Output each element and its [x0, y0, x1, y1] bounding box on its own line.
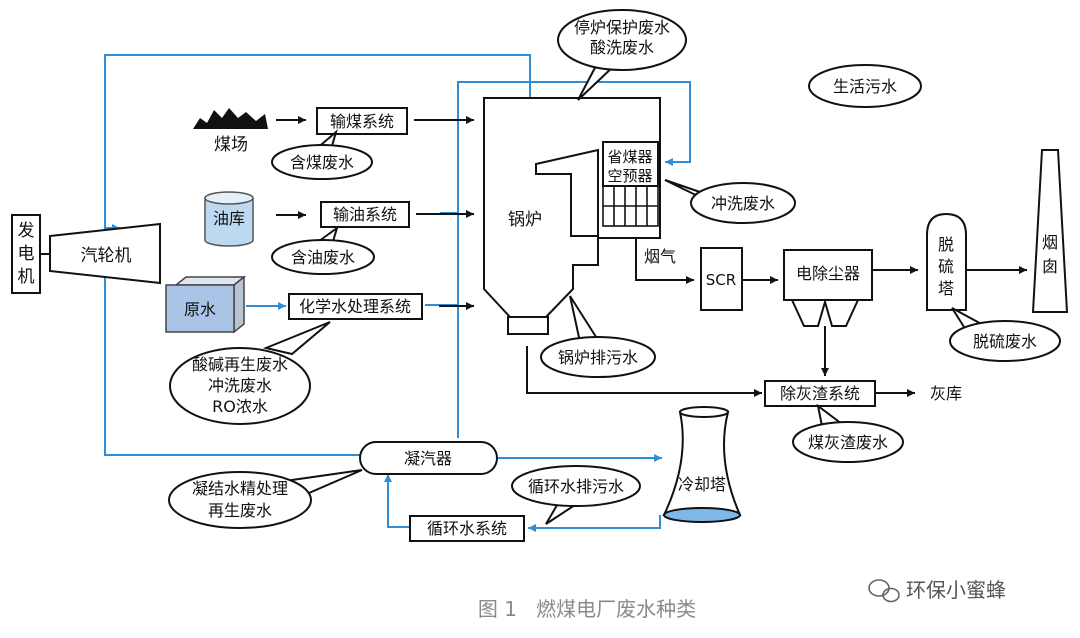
raw-water-label: 原水 [184, 300, 216, 319]
scr-box [700, 247, 743, 311]
coal-system-box [316, 107, 408, 135]
generator-label: 发电机 [18, 221, 35, 287]
boiler-label: 锅炉 [508, 210, 542, 230]
bubble-tail-blowdown [569, 295, 600, 344]
circ-blowdown-label: 循环水排污水 [528, 477, 624, 496]
esp-label: 电除尘器 [796, 264, 860, 283]
turbine-shape [49, 222, 161, 285]
circ-to-condenser [384, 474, 410, 528]
blue-flow-lines [104, 54, 691, 532]
chem-system-label: 化学水处理系统 [299, 297, 411, 316]
coal-wastewater-label: 含煤废水 [290, 153, 354, 172]
oil-tank-icon [204, 191, 254, 247]
chimney-label: 烟囱 [1042, 233, 1058, 276]
condensate-wastewater-bubble [168, 471, 312, 529]
esp-shape [783, 249, 873, 327]
shutdown-wastewater-label: 停炉保护废水酸洗废水 [574, 18, 670, 57]
domestic-sewage-bubble [808, 64, 922, 108]
ash-depot-label: 灰库 [930, 384, 962, 403]
condenser-box [359, 441, 498, 475]
wechat-icon [868, 579, 900, 603]
desulf-wastewater-bubble [949, 320, 1061, 362]
line-top-loop [104, 54, 531, 456]
shutdown-wastewater-bubble [557, 9, 687, 71]
flue-gas-label: 烟气 [644, 247, 676, 266]
chem-wastewater-bubble [169, 347, 311, 425]
coal-yard-label: 煤场 [214, 135, 248, 155]
coal-pile-icon [193, 108, 268, 129]
circ-system-label: 循环水系统 [427, 519, 507, 538]
watermark-text: 环保小蜜蜂 [906, 578, 1006, 602]
coal-system-label: 输煤系统 [330, 112, 394, 131]
circ-system-box [409, 515, 525, 542]
wash-wastewater-label: 冲洗废水 [711, 194, 775, 213]
preheater-grid [602, 185, 659, 227]
bubble-tail-chem [262, 321, 331, 356]
coal-wastewater-bubble [271, 144, 373, 180]
preheater-label: 空预器 [607, 167, 652, 185]
condensate-wastewater-label: 凝结水精处理再生废水 [192, 479, 288, 520]
boiler-nose [535, 148, 599, 237]
chimney-shape [1031, 149, 1069, 313]
oil-wastewater-label: 含油废水 [291, 248, 355, 267]
circ-blowdown-bubble [511, 465, 641, 507]
cooling-tower-label: 冷却塔 [678, 475, 726, 494]
desulf-tower-label: 脱硫塔 [938, 235, 954, 298]
desulf-tower-shape [926, 212, 967, 311]
ash-system-box [764, 380, 876, 407]
ash-wastewater-bubble [792, 421, 904, 463]
economizer-label: 省煤器 [607, 148, 652, 166]
economizer-box [602, 141, 659, 187]
turbine-label: 汽轮机 [81, 246, 132, 266]
wash-wastewater-bubble [690, 182, 796, 224]
domestic-sewage-label: 生活污水 [833, 77, 897, 96]
boiler-hopper [507, 316, 549, 335]
oil-depot-label: 油库 [213, 209, 245, 228]
black-flow-lines [276, 116, 1027, 397]
raw-water-box [165, 275, 247, 334]
blowdown-bubble [540, 336, 656, 378]
figure-caption: 图 1 燃煤电厂废水种类 [478, 597, 696, 621]
ash-wastewater-label: 煤灰渣废水 [808, 433, 888, 452]
ash-system-label: 除灰渣系统 [780, 384, 860, 403]
blowdown-label: 锅炉排污水 [558, 348, 638, 367]
oil-system-box [320, 201, 410, 228]
scr-label: SCR [706, 271, 736, 289]
condenser-label: 凝汽器 [404, 449, 452, 468]
tower-to-circ [528, 515, 661, 532]
generator-box [11, 214, 41, 294]
desulf-wastewater-label: 脱硫废水 [973, 332, 1037, 351]
line-boiler-feed [457, 81, 691, 438]
cooling-tower-icon [662, 406, 742, 523]
oil-wastewater-bubble [271, 239, 375, 275]
chem-system-box [288, 293, 423, 320]
oil-system-label: 输油系统 [333, 205, 397, 224]
